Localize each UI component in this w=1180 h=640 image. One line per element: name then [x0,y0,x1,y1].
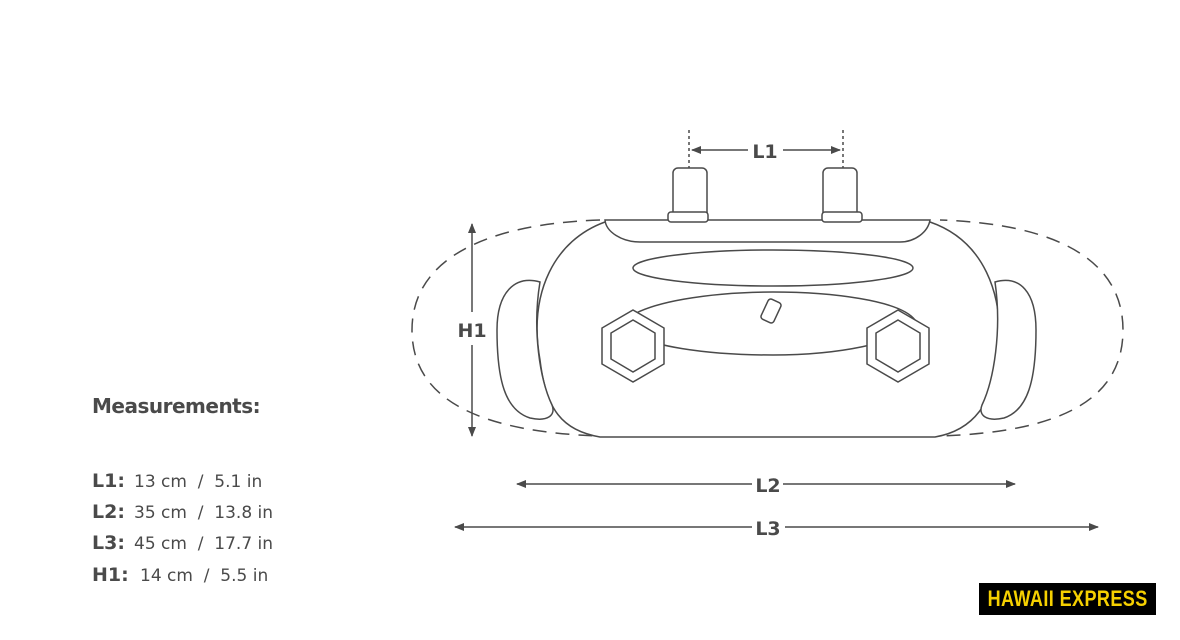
h1-label: H1 [457,320,486,342]
measurement-value: 45 cm / 17.7 in [134,534,274,554]
measurement-key: L1: [92,470,125,492]
measurement-row-h1: H1: 14 cm / 5.5 in [92,564,268,586]
l1-label: L1 [752,141,777,163]
measurement-row-l2: L2: 35 cm / 13.8 in [92,501,273,523]
brand-logo: HAWAII EXPRESS [979,583,1156,615]
measurement-value: 35 cm / 13.8 in [134,503,274,523]
left-hex-loop [601,309,665,383]
measurement-value: 13 cm / 5.1 in [134,472,263,492]
measurement-key: H1: [92,564,129,586]
l3-label: L3 [755,518,780,540]
l2-label: L2 [755,475,780,497]
brand-logo-text: HAWAII EXPRESS [987,586,1148,611]
right-side-pocket [980,279,1037,420]
bungee-upper [632,249,914,287]
right-hex-loop [866,309,930,383]
measurement-key: L2: [92,501,125,523]
left-side-pocket [496,279,554,420]
measurements-title: Measurements: [92,394,261,418]
measurement-key: L3: [92,532,125,554]
cord-toggle [760,298,782,324]
bag-body [536,221,1001,438]
measurement-row-l3: L3: 45 cm / 17.7 in [92,532,273,554]
measurement-row-l1: L1: 13 cm / 5.1 in [92,470,262,492]
top-flap [604,219,931,243]
measurement-value: 14 cm / 5.5 in [140,566,269,586]
